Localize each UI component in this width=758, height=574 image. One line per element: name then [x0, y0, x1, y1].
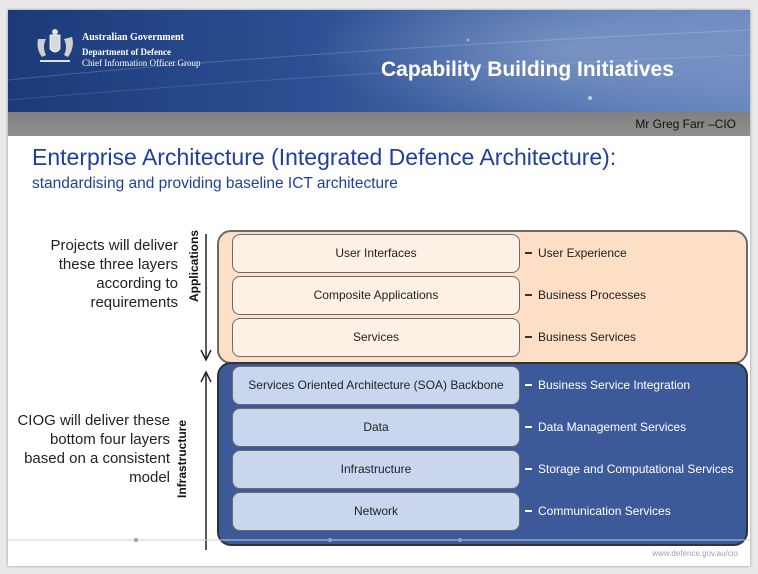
layer-user-interfaces: User Interfaces [232, 234, 520, 273]
presenter-name: Mr Greg Farr –CIO [635, 117, 736, 131]
infrastructure-label: Infrastructure [175, 419, 189, 499]
infrastructure-panel: Services Oriented Architecture (SOA) Bac… [217, 362, 748, 546]
slide: Australian Government Department of Defe… [8, 10, 750, 566]
desc-text: Business Processes [538, 288, 647, 302]
desc-communication: Communication Services [525, 504, 671, 518]
layer-composite-applications: Composite Applications [232, 276, 520, 315]
desc-text: Communication Services [538, 504, 671, 518]
header-banner: Australian Government Department of Defe… [8, 10, 750, 112]
banner-decorative-lines [8, 29, 750, 101]
layer-data: Data [232, 408, 520, 447]
dash-icon [525, 293, 532, 296]
ciog-note: CIOG will deliver these bottom four laye… [17, 412, 170, 486]
layer-network: Network [232, 492, 520, 531]
projects-note: Projects will deliver these three layers… [50, 237, 178, 311]
footer-url: www.defence.gov.au/cio [652, 549, 738, 558]
layer-soa-backbone: Services Oriented Architecture (SOA) Bac… [232, 366, 520, 405]
desc-text: Business Service Integration [538, 378, 691, 392]
banner-sheen [308, 10, 750, 112]
desc-user-experience: User Experience [525, 246, 627, 260]
layer-services: Services [232, 318, 520, 357]
dash-icon [525, 425, 532, 428]
desc-text: Business Services [538, 330, 637, 344]
desc-business-services: Business Services [525, 330, 636, 344]
desc-business-service-integration: Business Service Integration [525, 378, 690, 392]
government-branding: Australian Government Department of Defe… [82, 32, 201, 69]
dash-icon [525, 251, 532, 254]
presenter-bar: Mr Greg Farr –CIO [8, 112, 750, 136]
desc-text: Storage and Computational Services [538, 462, 734, 476]
gov-line-2: Department of Defence [82, 47, 171, 57]
footer-decorative-line [8, 538, 750, 542]
layer-divider-arrows [200, 234, 212, 550]
desc-business-processes: Business Processes [525, 288, 646, 302]
desc-data-management: Data Management Services [525, 420, 686, 434]
dash-icon [525, 335, 532, 338]
desc-text: Data Management Services [538, 420, 687, 434]
dash-icon [525, 383, 532, 386]
coat-of-arms-icon [37, 29, 73, 62]
page-title: Enterprise Architecture (Integrated Defe… [32, 144, 617, 170]
dash-icon [525, 509, 532, 512]
gov-line-3: Chief Information Officer Group [82, 58, 201, 68]
gov-line-1: Australian Government [82, 32, 184, 43]
layer-infrastructure: Infrastructure [232, 450, 520, 489]
page-subtitle: standardising and providing baseline ICT… [32, 175, 398, 192]
desc-storage-computational: Storage and Computational Services [525, 462, 733, 476]
applications-panel: User Interfaces Composite Applications S… [217, 230, 748, 364]
desc-text: User Experience [538, 246, 627, 260]
dash-icon [525, 467, 532, 470]
banner-title: Capability Building Initiatives [381, 58, 674, 81]
